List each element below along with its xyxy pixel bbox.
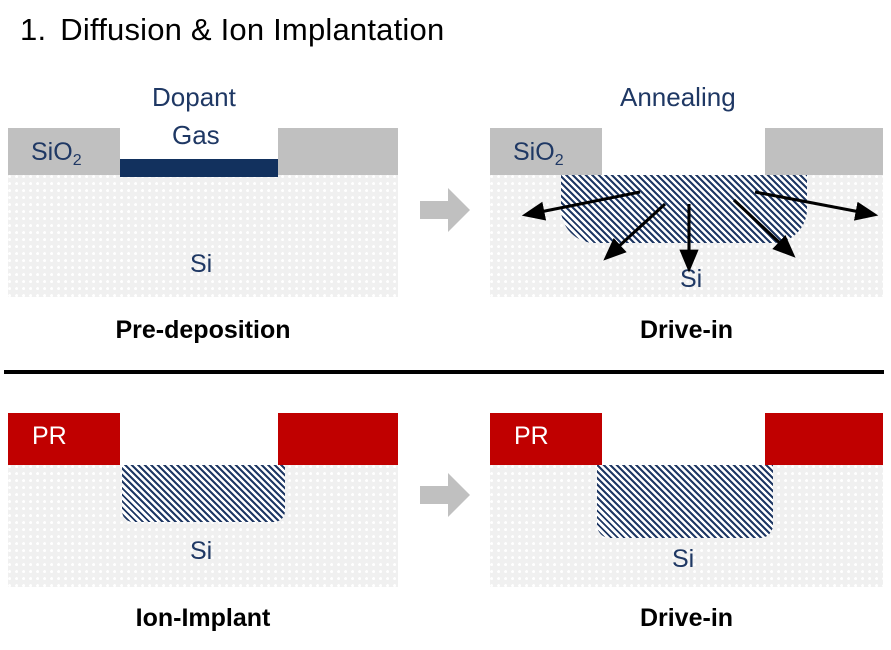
oxide-block-left — [490, 128, 602, 175]
silicon-substrate — [8, 175, 398, 297]
photoresist-label: PR — [514, 422, 549, 450]
oxide-label: SiO2 — [31, 138, 82, 169]
oxide-label-subscript: 2 — [72, 152, 82, 169]
right-arrow-glyph — [420, 188, 470, 232]
dopant-label-line1: Dopant — [152, 82, 236, 112]
oxide-block-right — [765, 128, 883, 175]
right-arrow-glyph — [420, 473, 470, 517]
photoresist-label: PR — [32, 422, 67, 450]
dopant-label-line2: Gas — [172, 120, 220, 150]
oxide-label-base: SiO — [31, 138, 73, 166]
oxide-block-right — [278, 128, 398, 175]
caption-ion-implant: Ion-Implant — [135, 604, 271, 632]
diffusion-region — [561, 175, 807, 243]
photoresist-block-right — [765, 413, 883, 465]
annealing-label: Annealing — [620, 82, 736, 112]
title-text: Diffusion & Ion Implantation — [60, 12, 445, 47]
dopant-gas-bar — [120, 159, 278, 177]
photoresist-block-left — [8, 413, 120, 465]
caption-drive-in-implant: Drive-in — [639, 604, 734, 632]
right-arrow-icon — [420, 188, 470, 232]
oxide-label-base: SiO — [513, 138, 555, 166]
oxide-label: SiO2 — [513, 138, 564, 169]
section-divider — [4, 370, 884, 374]
oxide-label-subscript: 2 — [554, 152, 564, 169]
silicon-label: Si — [672, 545, 695, 573]
silicon-label: Si — [190, 250, 213, 278]
photoresist-block-left — [490, 413, 602, 465]
photoresist-block-right — [278, 413, 398, 465]
silicon-substrate — [8, 465, 398, 587]
title-number: 1. — [20, 12, 47, 47]
caption-drive-in-diffusion: Drive-in — [639, 316, 734, 344]
silicon-label: Si — [680, 265, 703, 293]
silicon-label: Si — [190, 537, 213, 565]
implant-region — [597, 465, 773, 538]
implant-region — [122, 465, 285, 522]
caption-pre-deposition: Pre-deposition — [115, 316, 291, 344]
right-arrow-icon — [420, 473, 470, 517]
oxide-block-left — [8, 128, 120, 175]
page-title: 1. Diffusion & Ion Implantation — [20, 12, 444, 48]
